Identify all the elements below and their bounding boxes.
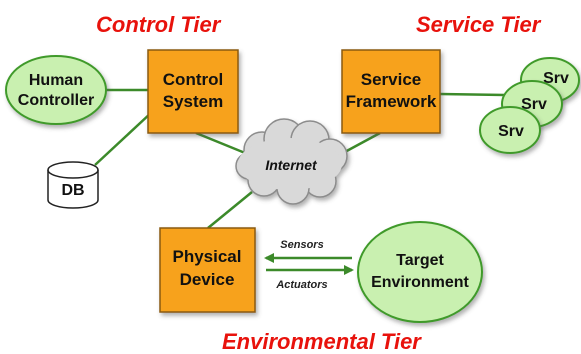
link-internet-physical bbox=[207, 191, 253, 229]
db-label: DB bbox=[61, 182, 84, 199]
srv-label: Srv bbox=[543, 70, 569, 87]
connections bbox=[94, 88, 506, 275]
human-controller-node: Human Controller bbox=[5, 55, 107, 125]
target-environment-label-line2: Environment bbox=[371, 274, 469, 291]
target-environment-label-line1: Target bbox=[396, 252, 444, 269]
control-system-label-line2: System bbox=[163, 92, 223, 111]
sensors-label: Sensors bbox=[280, 239, 323, 251]
db-node: DB bbox=[47, 161, 99, 209]
target-environment-node: Target Environment bbox=[357, 221, 483, 323]
link-control-internet bbox=[195, 131, 251, 157]
link-service-srv bbox=[439, 92, 506, 97]
physical-device-label-line2: Device bbox=[180, 270, 235, 289]
control-system-label-line1: Control bbox=[163, 70, 223, 89]
link-control-db bbox=[94, 111, 153, 166]
service-framework-node: Service Framework bbox=[341, 49, 441, 134]
service-tier-title: Service Tier bbox=[416, 12, 542, 37]
physical-device-label-line1: Physical bbox=[173, 247, 242, 266]
control-system-node: Control System bbox=[147, 49, 239, 134]
control-tier-title: Control Tier bbox=[96, 12, 222, 37]
actuators-label: Actuators bbox=[275, 279, 327, 291]
service-framework-label-line1: Service bbox=[361, 70, 422, 89]
human-controller-label-line2: Controller bbox=[18, 92, 94, 109]
srv-label: Srv bbox=[521, 96, 547, 113]
physical-device-node: Physical Device bbox=[159, 227, 256, 313]
internet-label: Internet bbox=[265, 157, 318, 173]
srv-cluster: Srv Srv Srv bbox=[479, 57, 580, 154]
service-framework-label-line2: Framework bbox=[346, 92, 437, 111]
srv-node: Srv bbox=[479, 106, 541, 154]
srv-label: Srv bbox=[498, 123, 524, 140]
human-controller-label-line1: Human bbox=[29, 72, 83, 89]
environmental-tier-title: Environmental Tier bbox=[222, 329, 422, 354]
internet-cloud: Internet bbox=[235, 118, 348, 205]
